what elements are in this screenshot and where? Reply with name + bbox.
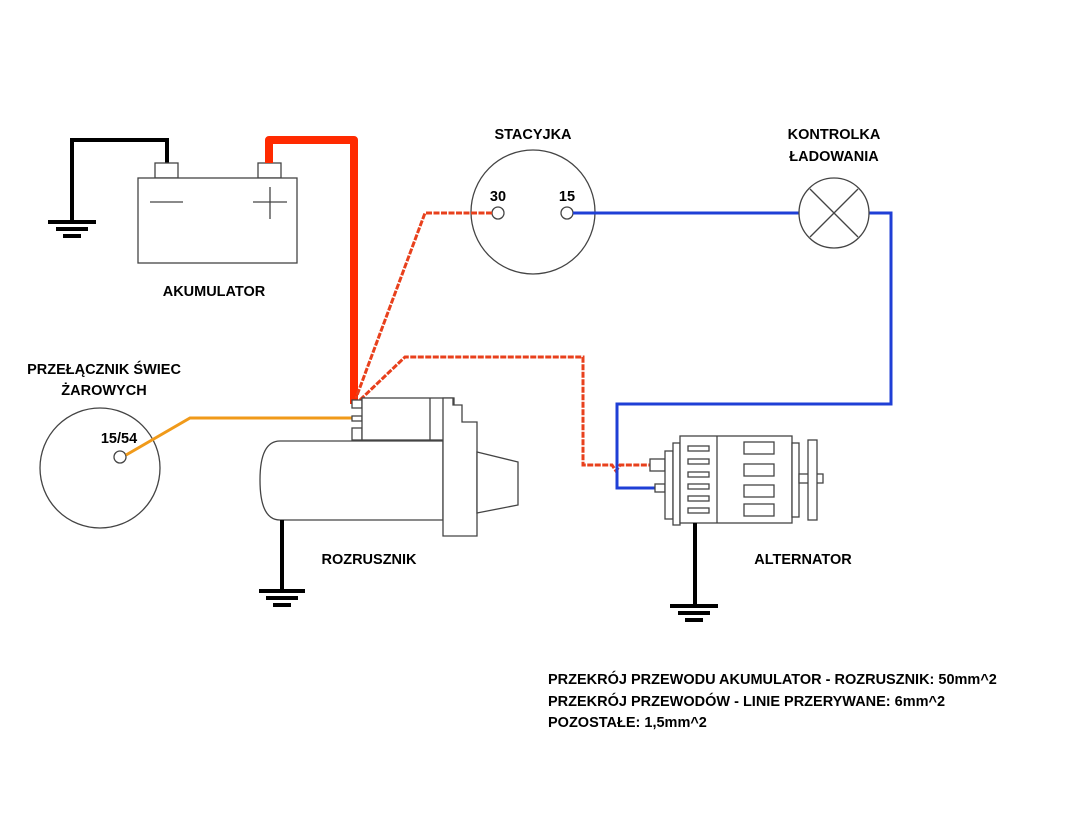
starter-label: ROZRUSZNIK: [321, 552, 417, 568]
ignition-label: STACYJKA: [494, 127, 572, 143]
battery-ground-wire: [70, 138, 169, 220]
glow-switch-label-2: ŻAROWYCH: [61, 382, 146, 399]
glow-terminal-label: 15/54: [101, 431, 137, 447]
glow-switch-label-1: PRZEŁĄCZNIK ŚWIEC: [27, 360, 181, 378]
charge-lamp-label-2: ŁADOWANIA: [789, 149, 879, 165]
ground-symbol-alternator: [670, 604, 718, 622]
terminal-15-54: [113, 450, 127, 464]
glow-switch-wire: [125, 416, 358, 457]
starter-ignition-cable: [354, 211, 492, 399]
terminal-15-label: 15: [559, 189, 575, 205]
terminal-30-label: 30: [490, 189, 506, 205]
lamp-alternator-wire: [615, 211, 893, 490]
main-battery-starter-cable: [265, 136, 358, 404]
ground-symbol-battery: [48, 220, 96, 238]
battery: [137, 162, 298, 264]
note-main-cable: PRZEKRÓJ PRZEWODU AKUMULATOR - ROZRUSZNI…: [548, 670, 997, 688]
starter-alternator-cable: [358, 355, 650, 474]
note-other: POZOSTAŁE: 1,5mm^2: [548, 715, 707, 731]
terminal-15: [560, 206, 574, 220]
charge-lamp: [798, 177, 870, 249]
ground-symbol-starter: [259, 589, 305, 607]
alternator: [649, 435, 824, 526]
terminal-30: [491, 206, 505, 220]
glow-plug-switch: [39, 407, 161, 529]
starter-motor: [259, 397, 519, 537]
plus-sign: [253, 187, 287, 219]
alternator-label: ALTERNATOR: [754, 552, 852, 568]
note-dashed-cables: PRZEKRÓJ PRZEWODÓW - LINIE PRZERYWANE: 6…: [548, 692, 945, 710]
battery-label: AKUMULATOR: [163, 284, 266, 300]
charge-lamp-label-1: KONTROLKA: [788, 127, 881, 143]
